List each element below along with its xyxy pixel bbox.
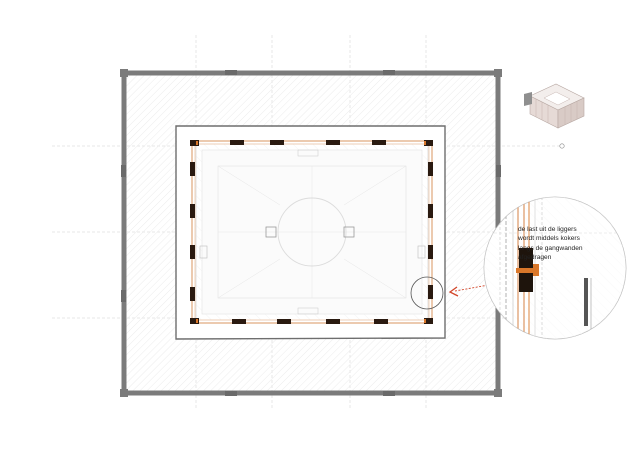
- detail-annotation: de last uit de liggers wordt middels kok…: [518, 225, 628, 263]
- detail-reference-circle: [410, 276, 444, 310]
- central-hall: [195, 143, 429, 321]
- steel-posts: [190, 140, 433, 324]
- timber-beam-ring: [191, 140, 433, 324]
- post-accents: [196, 141, 426, 323]
- leader-arrow-icon: [448, 279, 517, 297]
- annotation-line-1: de last uit de liggers: [518, 226, 577, 233]
- detail-view: [483, 196, 627, 340]
- annotation-line-4: afgedragen: [518, 254, 552, 262]
- building-axonometric-icon: [524, 83, 585, 149]
- annotation-line-3: langs de gangwanden: [518, 244, 583, 252]
- annotation-line-2: wordt middels kokers: [518, 235, 580, 243]
